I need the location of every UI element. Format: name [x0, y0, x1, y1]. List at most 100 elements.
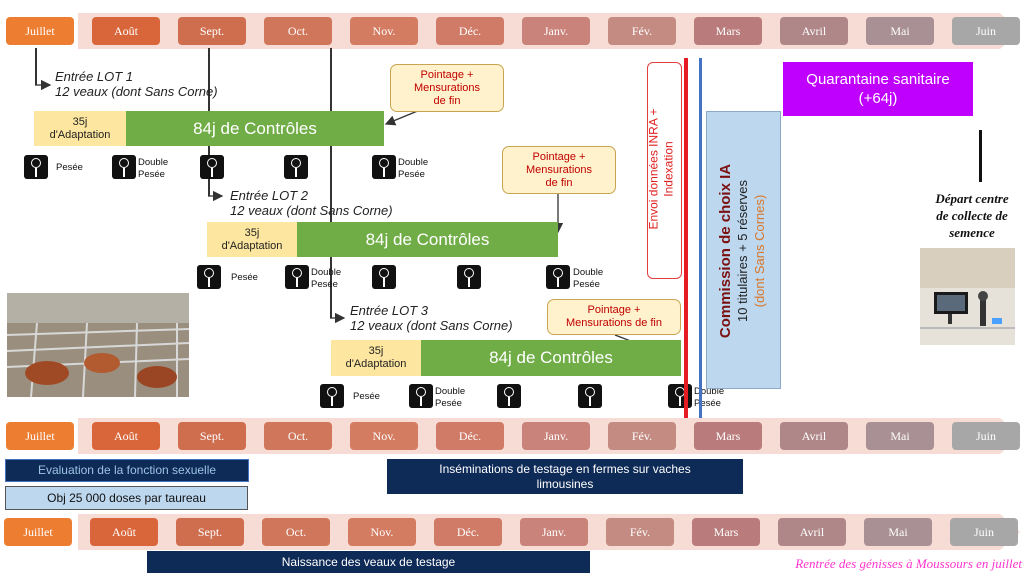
- month-3: Oct.: [262, 518, 330, 546]
- double-text: Double: [435, 386, 466, 397]
- callout-line: de fin: [545, 176, 573, 189]
- scale-icon: [372, 265, 396, 289]
- commission-title: Commission de choix IA: [717, 163, 734, 339]
- cattle-pen-photo: [7, 293, 189, 397]
- month-11: Juin: [952, 422, 1020, 450]
- lot3-adapt-days: 35j: [368, 345, 384, 357]
- quarantine-box: Quarantaine sanitaire (+64j): [783, 62, 973, 116]
- lot3-adapt-label: d'Adaptation: [345, 358, 407, 370]
- scale-icon: [457, 265, 481, 289]
- red-deadline-line: [684, 58, 688, 418]
- envoi-line1: Envoi données INRA +: [646, 108, 661, 230]
- weigh-label: Pesée: [231, 272, 258, 283]
- callout-line: Mensurations de fin: [566, 317, 662, 329]
- month-1: Août: [90, 518, 158, 546]
- scale-icon: [284, 155, 308, 179]
- double-text: Double: [311, 267, 342, 278]
- month-10: Mai: [864, 518, 932, 546]
- inseminations-box: Inséminations de testage en fermes sur v…: [387, 459, 743, 494]
- lot3-subtitle: 12 veaux (dont Sans Corne): [350, 318, 513, 333]
- month-10: Mai: [866, 17, 934, 45]
- scale-icon: [409, 384, 433, 408]
- naissance-box: Naissance des veaux de testage: [147, 551, 590, 573]
- envoi-line2: Indexation: [661, 141, 676, 197]
- depart-line2: de collecte de: [936, 208, 1008, 223]
- month-2: Sept.: [178, 17, 246, 45]
- scale-icon: [668, 384, 692, 408]
- envoi-donnees-box: [647, 62, 682, 279]
- pesee-text: Pesée: [694, 398, 721, 409]
- scale-icon: [112, 155, 136, 179]
- double-text: Double: [138, 157, 169, 168]
- lot1-control-label: 84j de Contrôles: [193, 118, 317, 138]
- lot2-adapt-days: 35j: [244, 226, 260, 239]
- inseminations-line2: limousines: [536, 476, 594, 491]
- lot2-control-bar: 84j de Contrôles: [297, 222, 558, 257]
- scale-icon: [546, 265, 570, 289]
- scale-icon: [24, 155, 48, 179]
- pesee-text: Pesée: [138, 169, 165, 180]
- callout-line: Pointage +: [532, 150, 586, 163]
- lot2-control-label: 84j de Contrôles: [365, 229, 490, 249]
- lot2-adapt-label: d'Adaptation: [221, 239, 283, 252]
- month-10: Mai: [866, 422, 934, 450]
- laboratory-photo: [920, 248, 1015, 345]
- month-5: Déc.: [436, 17, 504, 45]
- depart-line3: semence: [949, 225, 995, 240]
- lot2-title: Entrée LOT 2: [230, 188, 309, 203]
- month-4: Nov.: [350, 422, 418, 450]
- month-0: Juillet: [4, 518, 72, 546]
- inseminations-line1: Inséminations de testage en fermes sur v…: [439, 461, 691, 476]
- lot1-control-bar: 84j de Contrôles: [126, 111, 384, 146]
- month-6: Janv.: [522, 17, 590, 45]
- lot2-subtitle: 12 veaux (dont Sans Corne): [230, 203, 393, 218]
- month-7: Fév.: [608, 17, 676, 45]
- month-1: Août: [92, 422, 160, 450]
- month-6: Janv.: [520, 518, 588, 546]
- depart-label: Départ centre de collecte de semence: [922, 190, 1022, 241]
- pesee-text: Pesée: [435, 398, 462, 409]
- lot3-label: Entrée LOT 3 12 veaux (dont Sans Corne): [350, 303, 513, 333]
- depart-marker: [979, 130, 982, 182]
- scale-icon: [320, 384, 344, 408]
- month-11: Juin: [950, 518, 1018, 546]
- commission-sub2: (dont Sans Cornes): [752, 194, 767, 308]
- callout-line: Pointage +: [587, 304, 641, 316]
- double-text: Double: [573, 267, 604, 278]
- pesee-text: Pesée: [573, 279, 600, 290]
- month-7: Fév.: [608, 422, 676, 450]
- lot3-adaptation-bar: 35j d'Adaptation: [331, 340, 421, 376]
- lot3-control-bar: 84j de Contrôles: [421, 340, 681, 376]
- lot1-adaptation-bar: 35j d'Adaptation: [34, 111, 126, 146]
- lot3-control-label: 84j de Contrôles: [489, 348, 613, 367]
- weigh-label: Pesée: [56, 162, 83, 173]
- lot1-adapt-label: d'Adaptation: [49, 128, 111, 141]
- month-9: Avril: [778, 518, 846, 546]
- callout-line: Pointage +: [420, 68, 474, 81]
- lot2-adaptation-bar: 35j d'Adaptation: [207, 222, 297, 257]
- lot1-adapt-days: 35j: [72, 115, 88, 128]
- envoi-donnees-text: Envoi données INRA + Indexation: [647, 62, 681, 277]
- month-8: Mars: [694, 422, 762, 450]
- month-0: Juillet: [6, 17, 74, 45]
- scale-icon: [285, 265, 309, 289]
- commission-box: [706, 111, 781, 389]
- blue-deadline-line: [699, 58, 702, 418]
- month-5: Déc.: [436, 422, 504, 450]
- lot3-entry-line: [330, 48, 332, 318]
- commission-sub1: 10 titulaires + 5 réserves: [735, 180, 750, 322]
- weigh-label: Pesée: [353, 391, 380, 402]
- quarantine-line1: Quarantaine sanitaire: [806, 71, 950, 88]
- lot1-entry-line: [35, 48, 37, 85]
- lot1-title: Entrée LOT 1: [55, 69, 134, 84]
- evaluation-box: Evaluation de la fonction sexuelle: [5, 459, 249, 482]
- callout-line: de fin: [433, 94, 461, 107]
- month-9: Avril: [780, 17, 848, 45]
